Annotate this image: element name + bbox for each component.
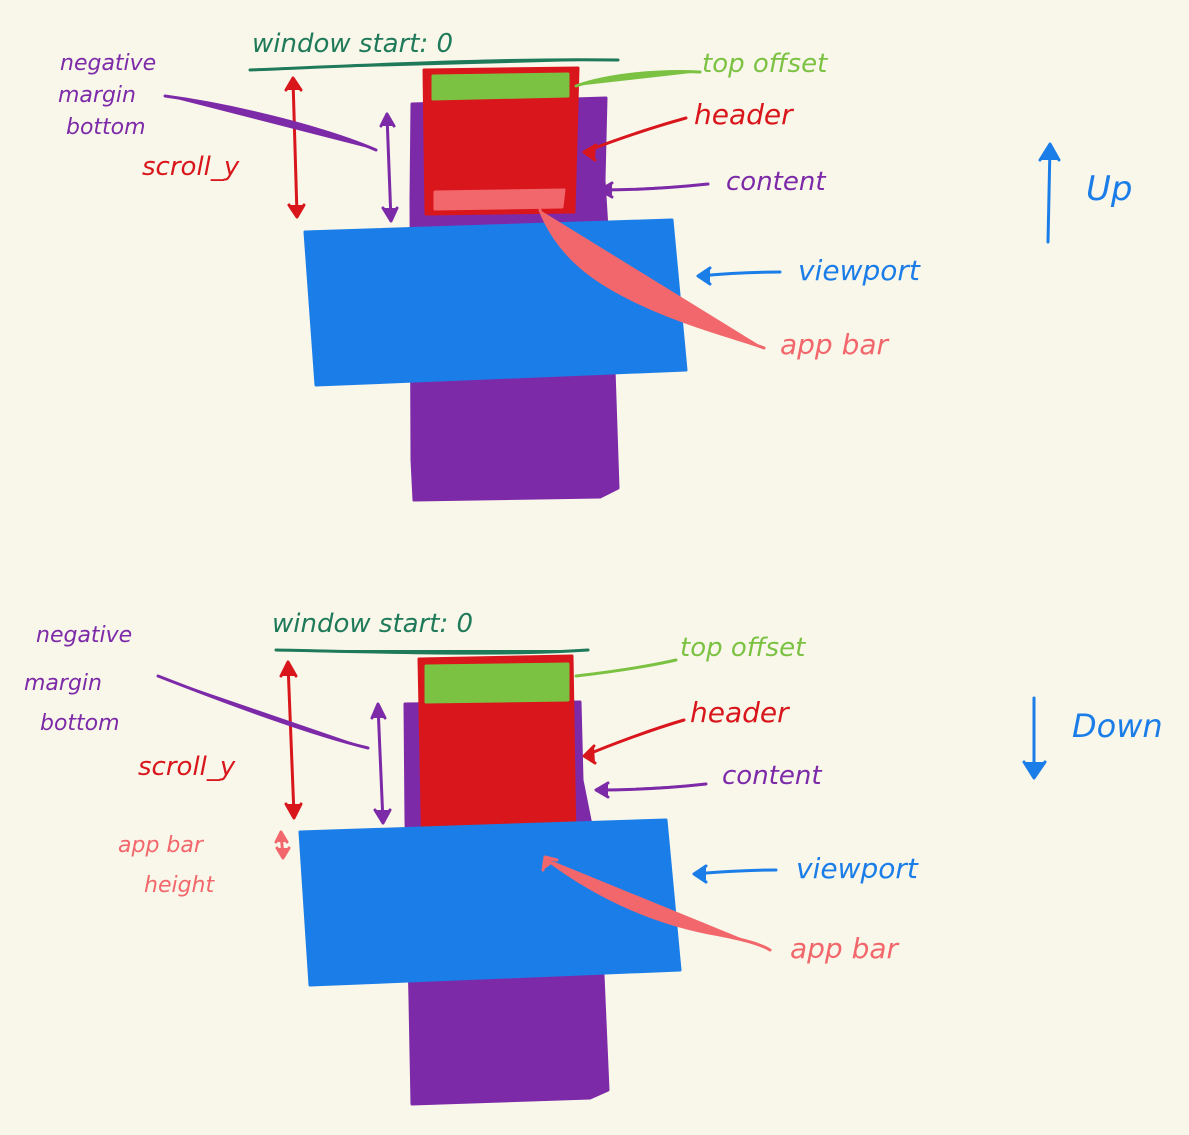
app-bar-height-label-line1: app bar	[118, 833, 205, 858]
header-leader	[582, 718, 686, 765]
scroll-y-label: scroll_y	[138, 752, 236, 782]
top-offset-leader	[574, 70, 702, 88]
top-offset-label: top offset	[680, 633, 806, 663]
scroll-y-arrow	[279, 660, 303, 820]
content-leader	[594, 781, 708, 799]
panel-up: window start: 0 scroll_y negative margin…	[58, 29, 1132, 502]
top-offset-label: top offset	[702, 49, 828, 79]
negative-margin-label-line1: negative	[36, 623, 132, 648]
content-label: content	[726, 167, 826, 197]
window-start-label: window start: 0	[272, 609, 473, 639]
up-arrow-icon	[1038, 142, 1061, 244]
window-start-label: window start: 0	[252, 29, 453, 59]
direction-label-down: Down	[1072, 707, 1163, 745]
negative-margin-arrow	[379, 112, 399, 223]
header-leader	[582, 116, 688, 162]
negative-margin-leader	[156, 674, 370, 750]
window-start-line	[248, 58, 620, 72]
viewport-label: viewport	[798, 254, 921, 287]
top-offset-box	[431, 72, 570, 101]
header-label: header	[694, 98, 794, 131]
viewport-box	[298, 818, 682, 987]
viewport-leader	[696, 266, 782, 286]
negative-margin-label-line1: negative	[60, 51, 156, 76]
viewport-box	[303, 218, 688, 387]
panel-down: window start: 0 scroll_y negative margin…	[24, 609, 1163, 1106]
app-bar-label: app bar	[790, 932, 900, 965]
scroll-y-label: scroll_y	[142, 152, 240, 182]
top-offset-leader	[574, 658, 678, 678]
viewport-leader	[692, 864, 778, 884]
content-leader	[598, 181, 710, 199]
app-bar-height-label-line2: height	[144, 873, 215, 898]
negative-margin-arrow	[370, 702, 392, 825]
negative-margin-label-line2: margin	[24, 671, 102, 696]
direction-label-up: Up	[1086, 169, 1132, 209]
top-offset-box	[424, 662, 570, 704]
negative-margin-label-line3: bottom	[66, 115, 146, 140]
header-label: header	[690, 696, 790, 729]
viewport-label: viewport	[796, 852, 919, 885]
header-box	[422, 66, 580, 216]
content-label: content	[722, 761, 822, 791]
negative-margin-label-line2: margin	[58, 83, 136, 108]
app-bar-box	[433, 188, 566, 211]
app-bar-height-arrow	[274, 830, 291, 860]
app-bar-leader	[538, 208, 766, 350]
scroll-y-arrow	[284, 76, 306, 219]
app-bar-label: app bar	[780, 328, 890, 361]
window-start-line	[274, 648, 590, 655]
app-bar-leader	[541, 855, 772, 952]
down-arrow-icon	[1022, 696, 1047, 780]
negative-margin-label-line3: bottom	[40, 711, 120, 736]
negative-margin-leader	[163, 94, 378, 152]
